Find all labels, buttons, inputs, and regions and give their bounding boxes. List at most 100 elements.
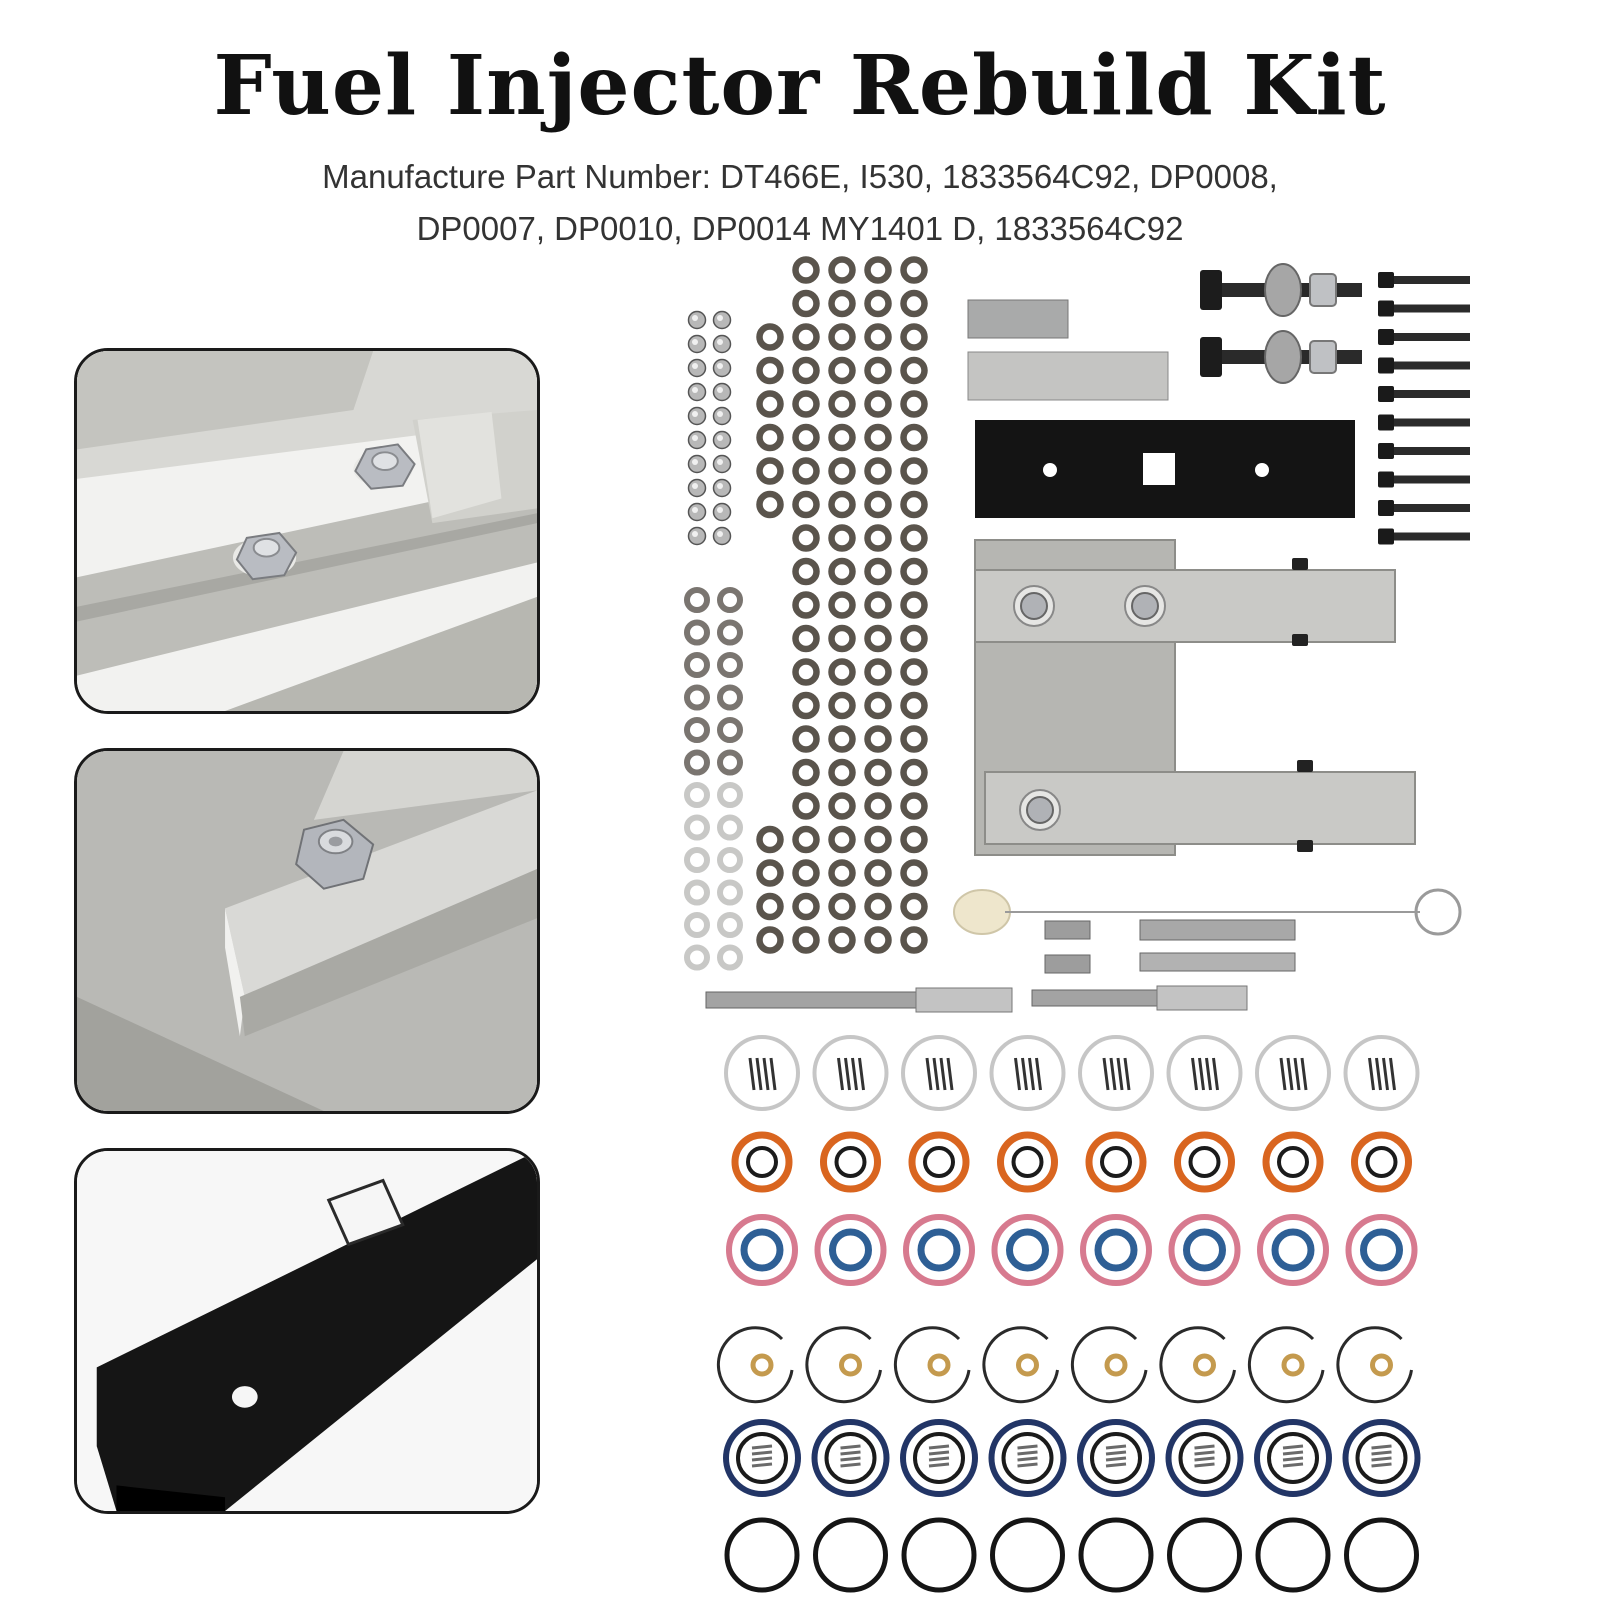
socket-screw-shaft — [1394, 390, 1470, 398]
split-ring — [893, 1326, 971, 1404]
shim-washer — [864, 256, 892, 284]
steel-ball-highlight — [717, 459, 723, 465]
spring-coil — [1282, 1462, 1304, 1468]
shim-washer — [828, 390, 856, 418]
flat-washer — [1264, 330, 1302, 384]
shim-washer — [900, 591, 928, 619]
black-oring-large — [1255, 1517, 1331, 1593]
long-bit — [1139, 919, 1296, 941]
short-bit — [1044, 920, 1091, 940]
flat-washer — [1264, 263, 1302, 317]
shim-washer — [828, 624, 856, 653]
shim-washer — [828, 725, 856, 753]
shim-washer — [864, 591, 892, 619]
shim-washer — [792, 423, 820, 452]
spring-coil — [840, 1456, 861, 1462]
shim-washer — [828, 524, 856, 552]
split-ring — [1336, 1326, 1413, 1404]
shim-washer — [828, 323, 856, 351]
set-screw — [1292, 634, 1308, 646]
shim-washer — [900, 658, 928, 686]
shim-washer — [900, 256, 928, 284]
shim-washer — [756, 457, 784, 485]
black-oring-small — [834, 1146, 867, 1178]
navy-oring — [988, 1419, 1067, 1497]
spring-coil — [1194, 1456, 1215, 1462]
spring-coil — [840, 1450, 861, 1456]
spring-coil — [1375, 1057, 1382, 1091]
spring-coil — [1017, 1462, 1038, 1468]
shim-washer — [792, 859, 820, 887]
shim-washer — [792, 691, 820, 720]
shim-washer — [900, 289, 928, 318]
orange-oring — [1085, 1131, 1147, 1193]
bit-holder — [915, 987, 1013, 1013]
small-washer — [684, 717, 710, 743]
spring-coil — [946, 1057, 954, 1091]
clear-oring — [1255, 1035, 1331, 1111]
shim-washer — [900, 859, 928, 887]
spring-coil — [1293, 1057, 1301, 1091]
spring-coil — [1212, 1057, 1219, 1091]
spring-coil — [840, 1444, 861, 1450]
small-washer — [717, 944, 743, 971]
black-oring-inner — [1001, 1432, 1054, 1484]
shim-washer — [756, 892, 784, 921]
shim-washer — [792, 356, 820, 385]
set-screw — [1292, 558, 1308, 570]
blue-oring — [1094, 1228, 1138, 1272]
clear-oring — [1343, 1035, 1420, 1111]
steel-ball-highlight — [717, 411, 723, 417]
spring-coil — [1028, 1057, 1035, 1091]
steel-ball-highlight — [717, 387, 723, 393]
socket-screw-head — [1378, 528, 1394, 545]
steel-ball-highlight — [692, 459, 698, 465]
long-bit — [1139, 952, 1296, 972]
socket-screw-shaft — [1394, 361, 1470, 370]
shim-washer — [864, 658, 892, 686]
spring-coil — [1371, 1450, 1392, 1456]
steel-ball-highlight — [717, 339, 723, 345]
spring-coil — [1282, 1444, 1304, 1450]
spring-coil — [1191, 1057, 1198, 1091]
shim-washer — [900, 524, 928, 552]
spring-coil — [928, 1462, 950, 1468]
orange-oring — [997, 1131, 1058, 1193]
pink-oring — [991, 1214, 1064, 1286]
spring-coil — [1286, 1057, 1294, 1091]
orange-oring — [820, 1131, 881, 1193]
navy-oring — [1077, 1419, 1155, 1497]
small-washer — [684, 652, 710, 678]
brass-washer — [1370, 1353, 1393, 1377]
spring-coil — [1282, 1456, 1304, 1462]
orange-oring — [1174, 1131, 1235, 1193]
small-washer — [684, 619, 710, 646]
shim-washer — [828, 289, 856, 318]
black-oring-small — [1277, 1146, 1309, 1178]
part-numbers-line-2: DP0007, DP0010, DP0014 MY1401 D, 1833564… — [416, 210, 1184, 247]
orange-oring — [1262, 1131, 1324, 1193]
navy-oring — [811, 1419, 890, 1497]
black-oring-inner — [736, 1432, 788, 1484]
shim-washer — [792, 792, 820, 820]
small-washer — [717, 814, 743, 841]
shim-washer — [900, 691, 928, 720]
small-washer — [717, 619, 743, 646]
steel-ball-highlight — [692, 315, 698, 321]
socket-screw-head — [1378, 386, 1394, 402]
spring-coil — [1017, 1444, 1038, 1450]
shim-washer — [900, 390, 928, 418]
shim-washer — [792, 591, 820, 619]
spring-coil — [1105, 1462, 1127, 1468]
spring-coil — [1282, 1450, 1304, 1456]
black-oring-inner — [824, 1432, 877, 1484]
black-oring-large — [1344, 1517, 1419, 1593]
spring-coil — [928, 1456, 950, 1462]
socket-screw-head — [1378, 329, 1394, 345]
hex-nut — [1309, 273, 1337, 307]
black-oring-small — [923, 1146, 955, 1178]
shim-washer — [864, 457, 892, 485]
steel-ball-highlight — [692, 435, 698, 441]
pink-oring — [1257, 1214, 1329, 1286]
shim-washer — [900, 926, 928, 954]
